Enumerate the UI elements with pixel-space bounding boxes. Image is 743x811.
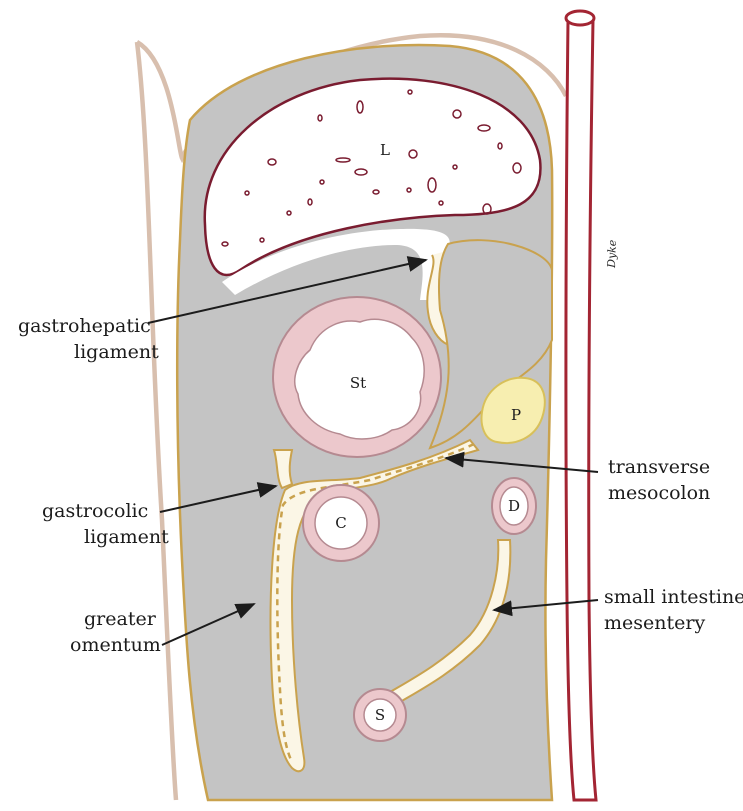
greater-omentum-label: greater omentum [70,608,162,656]
transverse-mesocolon-label: transverse mesocolon [608,456,716,504]
gastrocolic-line1: gastrocolic [42,500,148,522]
pancreas-label: P [511,406,521,424]
gastrocolic-label: gastrocolic ligament [42,500,169,548]
skin-anterior-lower [137,42,176,800]
mesentery-label: small intestine mesentery [604,586,743,634]
mesentery-line2: mesentery [604,612,705,634]
artist-signature: Dyke [605,239,619,269]
transverse-line1: transverse [608,456,710,478]
mesentery-line1: small intestine [604,586,743,608]
gastrohepatic-label: gastrohepatic ligament [18,315,159,363]
stomach-label: St [350,374,366,392]
liver-label: L [380,141,390,159]
small-intestine-label: S [375,706,385,724]
colon-label: C [335,514,346,532]
gastrocolic-line2: ligament [84,526,169,548]
gastrohepatic-line1: gastrohepatic [18,315,151,337]
duodenum-label: D [508,497,520,515]
gastrohepatic-line2: ligament [74,341,159,363]
transverse-line2: mesocolon [608,482,710,504]
omentum-line1: greater [84,608,157,630]
aorta [566,20,596,800]
aorta-top [566,11,594,25]
omentum-line2: omentum [70,634,161,656]
